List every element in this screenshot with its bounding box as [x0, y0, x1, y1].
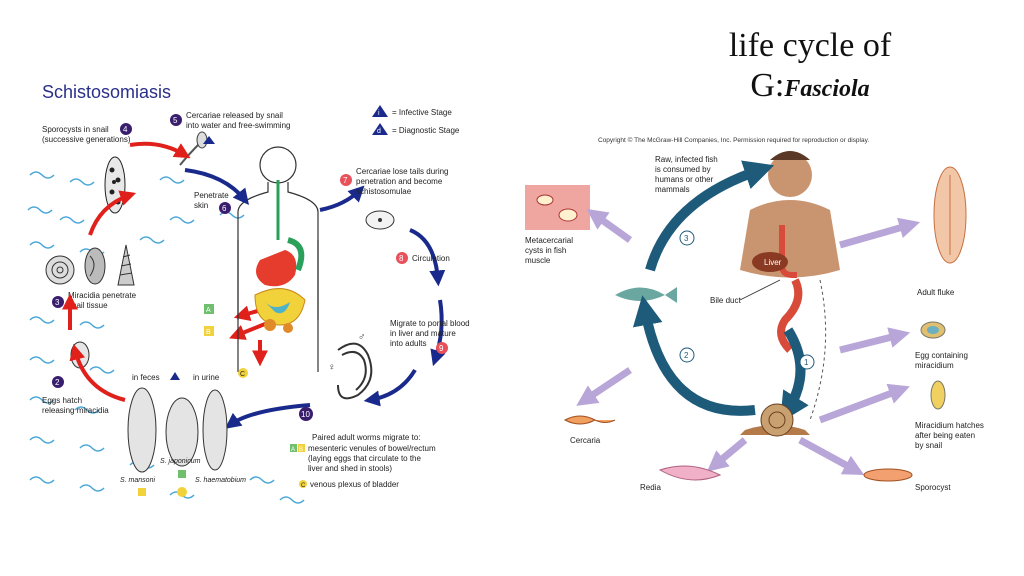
stage-arrows: [576, 208, 921, 476]
in-feces-label: in feces: [132, 373, 160, 382]
step-2-badge: [52, 376, 64, 388]
svg-text:♀: ♀: [328, 362, 336, 373]
step-7-badge: [340, 174, 352, 186]
step-8-text: Circulation: [412, 254, 450, 263]
fish-illustration: [615, 287, 677, 303]
sporocyst-label: Sporocyst: [915, 483, 951, 492]
schisto-title: Schistosomiasis: [42, 82, 171, 102]
slide-title: life cycle of G:Fasciola: [640, 26, 980, 109]
cercaria-label: Cercaria: [570, 436, 601, 445]
svg-text:= Infective Stage: = Infective Stage: [392, 108, 452, 117]
step-10-a-text: mesenteric venules of bowel/rectum: [308, 444, 436, 453]
svg-text:B: B: [206, 329, 211, 336]
svg-text:i: i: [378, 110, 380, 117]
cercaria-illustration: [563, 415, 616, 425]
svg-text:C: C: [301, 483, 306, 489]
svg-text:1: 1: [804, 358, 809, 367]
svg-text:7: 7: [343, 176, 348, 185]
legend-diagnostic: d = Diagnostic Stage: [372, 123, 460, 135]
title-genus: Fasciola: [784, 76, 870, 102]
svg-text:B: B: [299, 447, 303, 453]
water-waves: [27, 171, 305, 504]
title-prefix: G:: [750, 67, 785, 104]
migration-path: [809, 279, 827, 421]
fish-muscle-illustration: [525, 185, 590, 230]
redia-label: Redia: [640, 483, 661, 492]
step-10-badge: [299, 407, 313, 421]
title-line-2: G:Fasciola: [640, 66, 980, 109]
schistosomiasis-diagram: Schistosomiasis i = Infective Stage d = …: [27, 82, 470, 504]
step-6-badge: [219, 202, 231, 214]
svg-text:10: 10: [301, 410, 310, 419]
copyright-text: Copyright © The McGraw-Hill Companies, I…: [598, 136, 869, 144]
fasciola-diagram: Copyright © The McGraw-Hill Companies, I…: [525, 136, 984, 492]
sporocyst-illustration: [863, 468, 913, 482]
svg-text:S. mansoni: S. mansoni: [120, 477, 155, 484]
step-10-text: Paired adult worms migrate to:: [312, 433, 421, 442]
egg-illustrations: [127, 387, 228, 473]
svg-text:♂: ♂: [358, 332, 366, 343]
step-9-badge: [436, 342, 448, 354]
svg-text:S. haematobium: S. haematobium: [195, 477, 246, 484]
svg-text:S. japonicum: S. japonicum: [160, 458, 201, 465]
cycle-arrows: [632, 160, 809, 423]
in-urine-label: in urine: [193, 373, 220, 382]
navy-cycle-arrows: [184, 168, 446, 429]
snail-illustration: [740, 403, 810, 437]
step-10-c-text: venous plexus of bladder: [310, 480, 399, 489]
redia-illustration: [658, 465, 722, 481]
step-8-badge: [396, 252, 408, 264]
step-3-badge: [52, 296, 64, 308]
digestive-organs: [254, 180, 306, 333]
svg-text:2: 2: [684, 351, 689, 360]
infective-marker: [203, 136, 215, 144]
svg-text:8: 8: [399, 254, 404, 263]
svg-text:9: 9: [439, 344, 444, 353]
svg-text:3: 3: [684, 234, 689, 243]
step-5-badge: [170, 114, 182, 126]
adult-fluke-label: Adult fluke: [917, 288, 955, 297]
step-4-text: Sporocysts in snail(successive generatio…: [42, 125, 131, 144]
bile-duct-label: Bile duct: [710, 296, 741, 305]
snail-shells: [45, 244, 135, 286]
title-line-1: life cycle of: [728, 27, 892, 64]
human-torso-illustration: [740, 151, 840, 353]
svg-text:C: C: [240, 371, 245, 378]
svg-text:A: A: [206, 307, 211, 314]
liver-label: Liver: [764, 258, 782, 267]
svg-text:2: 2: [55, 378, 60, 387]
svg-text:4: 4: [123, 125, 128, 134]
step-5-number: 5: [173, 116, 178, 125]
step-4-badge: [120, 123, 132, 135]
svg-text:d: d: [377, 128, 381, 135]
svg-text:3: 3: [55, 298, 60, 307]
legend-infective: i = Infective Stage: [372, 105, 452, 117]
svg-text:A: A: [291, 447, 295, 453]
paired-worms-illustration: [337, 342, 373, 400]
miracidium-illustration: [930, 380, 946, 410]
svg-text:6: 6: [222, 204, 227, 213]
svg-text:= Diagnostic Stage: = Diagnostic Stage: [392, 126, 460, 135]
